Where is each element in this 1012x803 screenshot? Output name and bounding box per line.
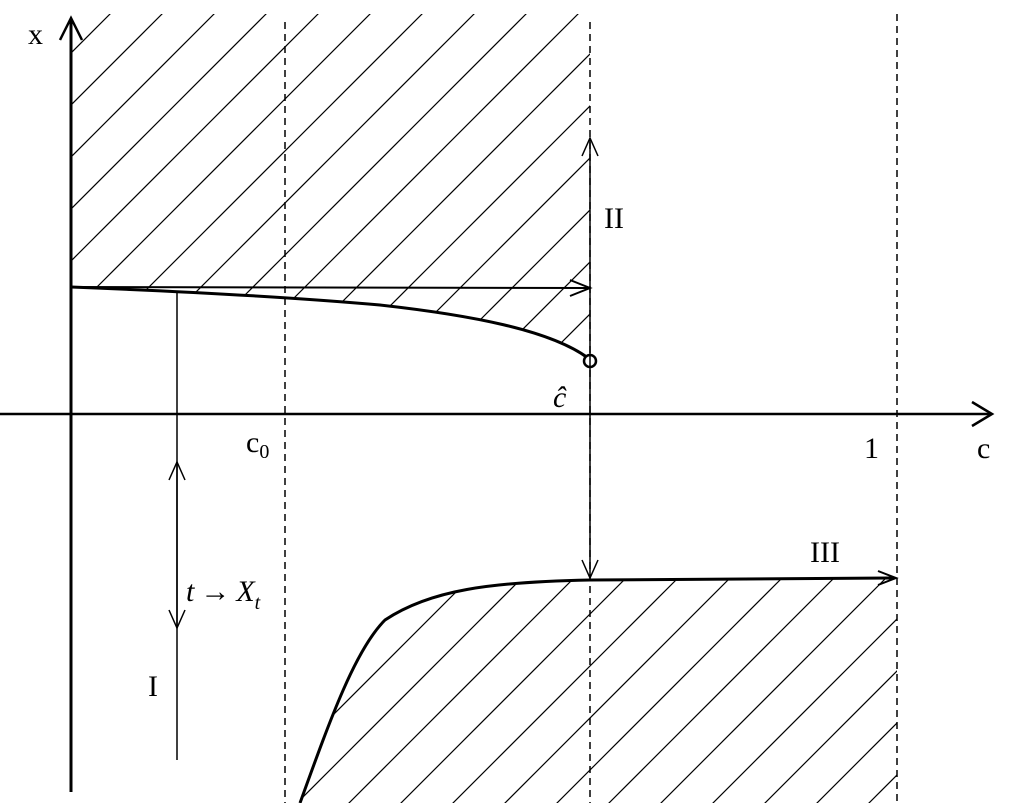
x-axis-label: c [977, 432, 990, 465]
upper-hatch-line [71, 14, 590, 360]
lower-hatch-line [383, 578, 897, 803]
one-tick-label: 1 [864, 432, 879, 465]
lower-hatch-line [300, 578, 789, 803]
lower-hatch-line [904, 0, 1012, 803]
y-axis-label: x [28, 18, 43, 51]
c0-subscript: 0 [259, 441, 269, 463]
upper-hatch-line [604, 0, 1012, 803]
lower-hatch-line [643, 578, 897, 803]
drop-line-arrowhead [581, 559, 599, 580]
lower-hatch-line [331, 578, 897, 803]
upper-hatch-line [71, 14, 437, 360]
upper-hatch-line [71, 14, 125, 360]
lower-hatch-line [300, 578, 897, 803]
lower-hatch-line [300, 578, 685, 803]
upper-hatch-line [71, 14, 590, 360]
region-III-label: III [810, 536, 840, 569]
upper-hatch-line [71, 14, 73, 360]
region-I-label: I [148, 670, 158, 703]
lower-boundary-curve [298, 578, 591, 803]
flow-arrow-head-up [168, 460, 186, 481]
c0-base: c [246, 426, 259, 459]
lower-hatch-line [799, 578, 897, 803]
lower-hatch-line [300, 578, 897, 803]
upper-hatch-line [71, 14, 590, 360]
flow-t: t [186, 575, 195, 608]
arrow-III-head [877, 570, 899, 586]
upper-hatch-line [71, 14, 229, 360]
lower-hatch-line [695, 578, 897, 803]
upper-hatch-line [499, 14, 590, 360]
lower-hatch-line [300, 578, 893, 803]
lower-hatch-line [435, 578, 897, 803]
lower-hatch-line [487, 578, 897, 803]
lower-hatch-line [539, 578, 897, 803]
lower-hatch-line [300, 578, 581, 803]
flow-label: t→Xt [186, 575, 261, 614]
lower-hatch-line [591, 578, 897, 803]
upper-horizontal-arrow [70, 286, 589, 289]
upper-hatch-line [71, 14, 489, 360]
upper-hatch-line [291, 14, 590, 360]
flow-arrow-glyph: → [200, 575, 230, 608]
upper-hatch-line [71, 14, 590, 360]
lower-hatch-line [747, 578, 897, 803]
upper-hatch-line [71, 14, 541, 360]
flow-arrow-head-down [168, 609, 186, 630]
upper-hatch-line [71, 14, 590, 360]
c-hat-label: ĉ [553, 381, 567, 414]
lower-hatch-line [300, 578, 841, 803]
lower-hatch-line [851, 578, 897, 803]
x-axis-arrowhead [58, 15, 84, 41]
upper-hatch-line [71, 14, 385, 360]
lower-hatch-line [300, 578, 897, 803]
region-II-label: II [604, 202, 624, 235]
flow-subscript: t [255, 592, 261, 614]
flow-X: X [235, 575, 256, 608]
lower-hatch-line [300, 578, 897, 803]
lower-hatch-line [956, 0, 1012, 803]
upper-hatch-line [0, 0, 20, 803]
arrow-II-head [581, 136, 599, 157]
upper-hatch-line [71, 14, 281, 360]
upper-hatch-line [395, 14, 590, 360]
c-axis-arrowhead [971, 400, 995, 428]
arrow-III [589, 576, 896, 582]
c0-tick-label: c0 [246, 426, 269, 463]
upper-hatch-line [71, 14, 333, 360]
upper-boundary-curve [70, 285, 589, 360]
